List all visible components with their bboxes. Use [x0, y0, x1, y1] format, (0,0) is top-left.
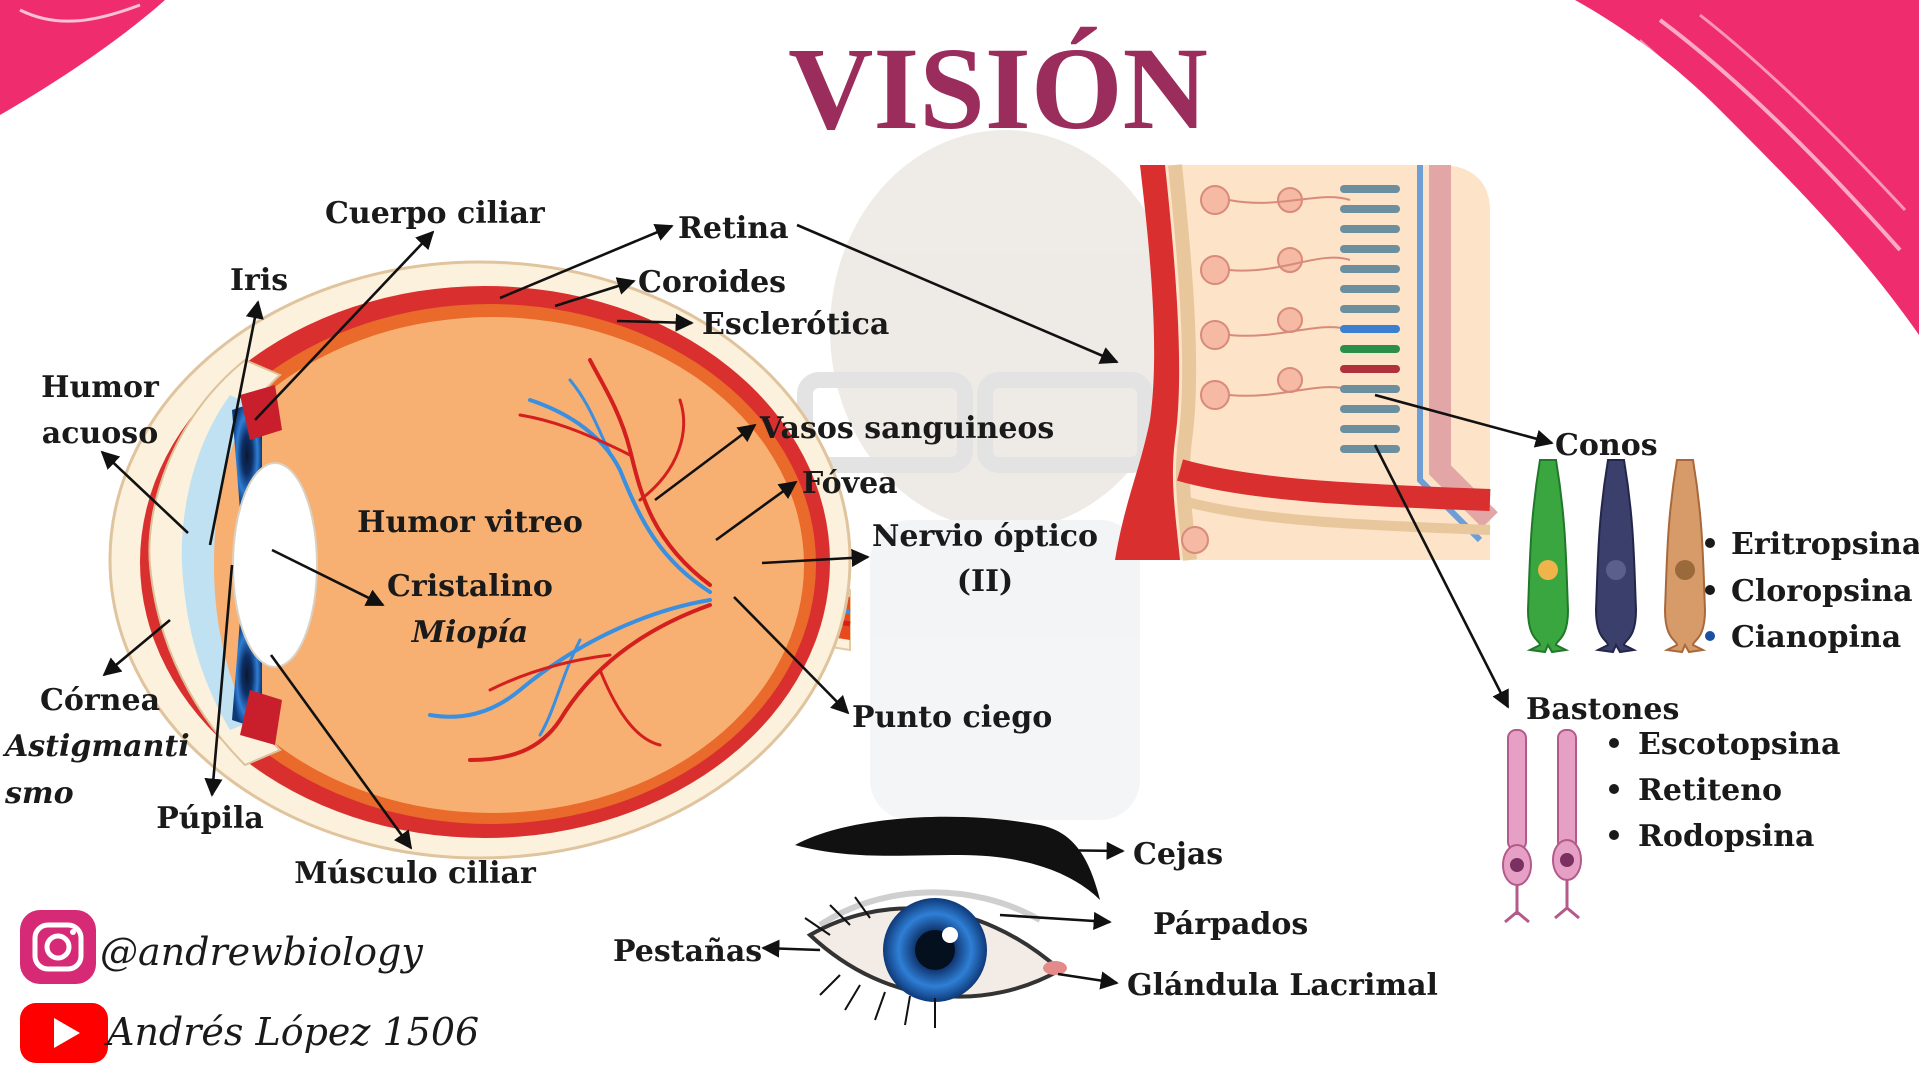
- label-rodopsina: Rodopsina: [1638, 819, 1814, 854]
- label-fovea: Fóvea: [802, 466, 898, 501]
- label-nervio-1: Nervio óptico: [872, 519, 1098, 554]
- label-esclerotica: Esclerótica: [702, 307, 889, 342]
- photoreceptor-labels: Conos Eritropsina Cloropsina Cianopina B…: [1526, 428, 1919, 854]
- label-astigmatismo-1: Astigmanti: [2, 729, 190, 764]
- label-coroides: Coroides: [638, 265, 786, 300]
- label-iris: Iris: [230, 263, 288, 298]
- label-vasos: Vasos sanguineos: [759, 411, 1054, 446]
- label-humor-acuoso-2: acuoso: [42, 416, 158, 451]
- eye-labels: Cuerpo ciliar Iris Retina Coroides Escle…: [2, 196, 1098, 891]
- page-title: VISIÓN: [788, 23, 1208, 154]
- label-humor-vitreo: Humor vitreo: [357, 505, 583, 540]
- watermark-mascot: [797, 130, 1180, 820]
- label-miopia: Miopía: [411, 615, 528, 650]
- youtube-channel[interactable]: Andrés López 1506: [20, 1003, 479, 1063]
- label-cloropsina: Cloropsina: [1731, 574, 1913, 609]
- label-humor-acuoso-1: Humor: [41, 370, 160, 405]
- rod-cells: [1502, 729, 1582, 924]
- corner-decoration-right: [1575, 0, 1919, 335]
- label-retina: Retina: [678, 211, 789, 246]
- external-eye-labels: Cejas Párpados Pestañas Glándula Lacrima…: [613, 837, 1438, 1003]
- label-glandula-lacrimal: Glándula Lacrimal: [1127, 968, 1438, 1003]
- label-eritropsina: Eritropsina: [1731, 527, 1919, 562]
- corner-decoration-left: [0, 0, 165, 115]
- label-retiteno: Retiteno: [1638, 773, 1782, 808]
- label-escotopsina: Escotopsina: [1638, 727, 1840, 762]
- label-musculo-ciliar: Músculo ciliar: [294, 856, 537, 891]
- external-eye-illustration: [795, 816, 1100, 1028]
- label-pupila: Púpila: [156, 801, 264, 836]
- label-cornea: Córnea: [40, 683, 160, 718]
- instagram-icon[interactable]: [20, 910, 96, 984]
- youtube-text[interactable]: Andrés López 1506: [104, 1010, 479, 1054]
- arrow-bastones: [1373, 444, 1510, 709]
- label-punto-ciego: Punto ciego: [852, 700, 1052, 735]
- label-cejas: Cejas: [1133, 837, 1223, 872]
- arrow-conos: [1374, 393, 1554, 448]
- instagram-handle[interactable]: @andrewbiology: [20, 910, 423, 984]
- label-parpados: Párpados: [1153, 907, 1308, 942]
- retina-detail-panel: [1115, 164, 1498, 561]
- eye-pointer-arrows: [100, 223, 870, 850]
- label-cuerpo-ciliar: Cuerpo ciliar: [325, 196, 546, 231]
- label-cianopina: Cianopina: [1731, 620, 1901, 655]
- label-conos: Conos: [1555, 428, 1658, 463]
- label-astigmatismo-2: smo: [4, 776, 74, 811]
- label-cristalino: Cristalino: [387, 569, 553, 604]
- cone-cells: [1526, 459, 1707, 654]
- label-pestanas: Pestañas: [613, 934, 762, 969]
- label-nervio-2: (II): [957, 564, 1013, 599]
- arrow-retina-panel: [796, 223, 1119, 364]
- label-bastones: Bastones: [1526, 692, 1679, 727]
- instagram-text[interactable]: @andrewbiology: [100, 930, 423, 974]
- eye-cross-section: [108, 260, 852, 860]
- photoreceptor-stack: [1340, 185, 1400, 453]
